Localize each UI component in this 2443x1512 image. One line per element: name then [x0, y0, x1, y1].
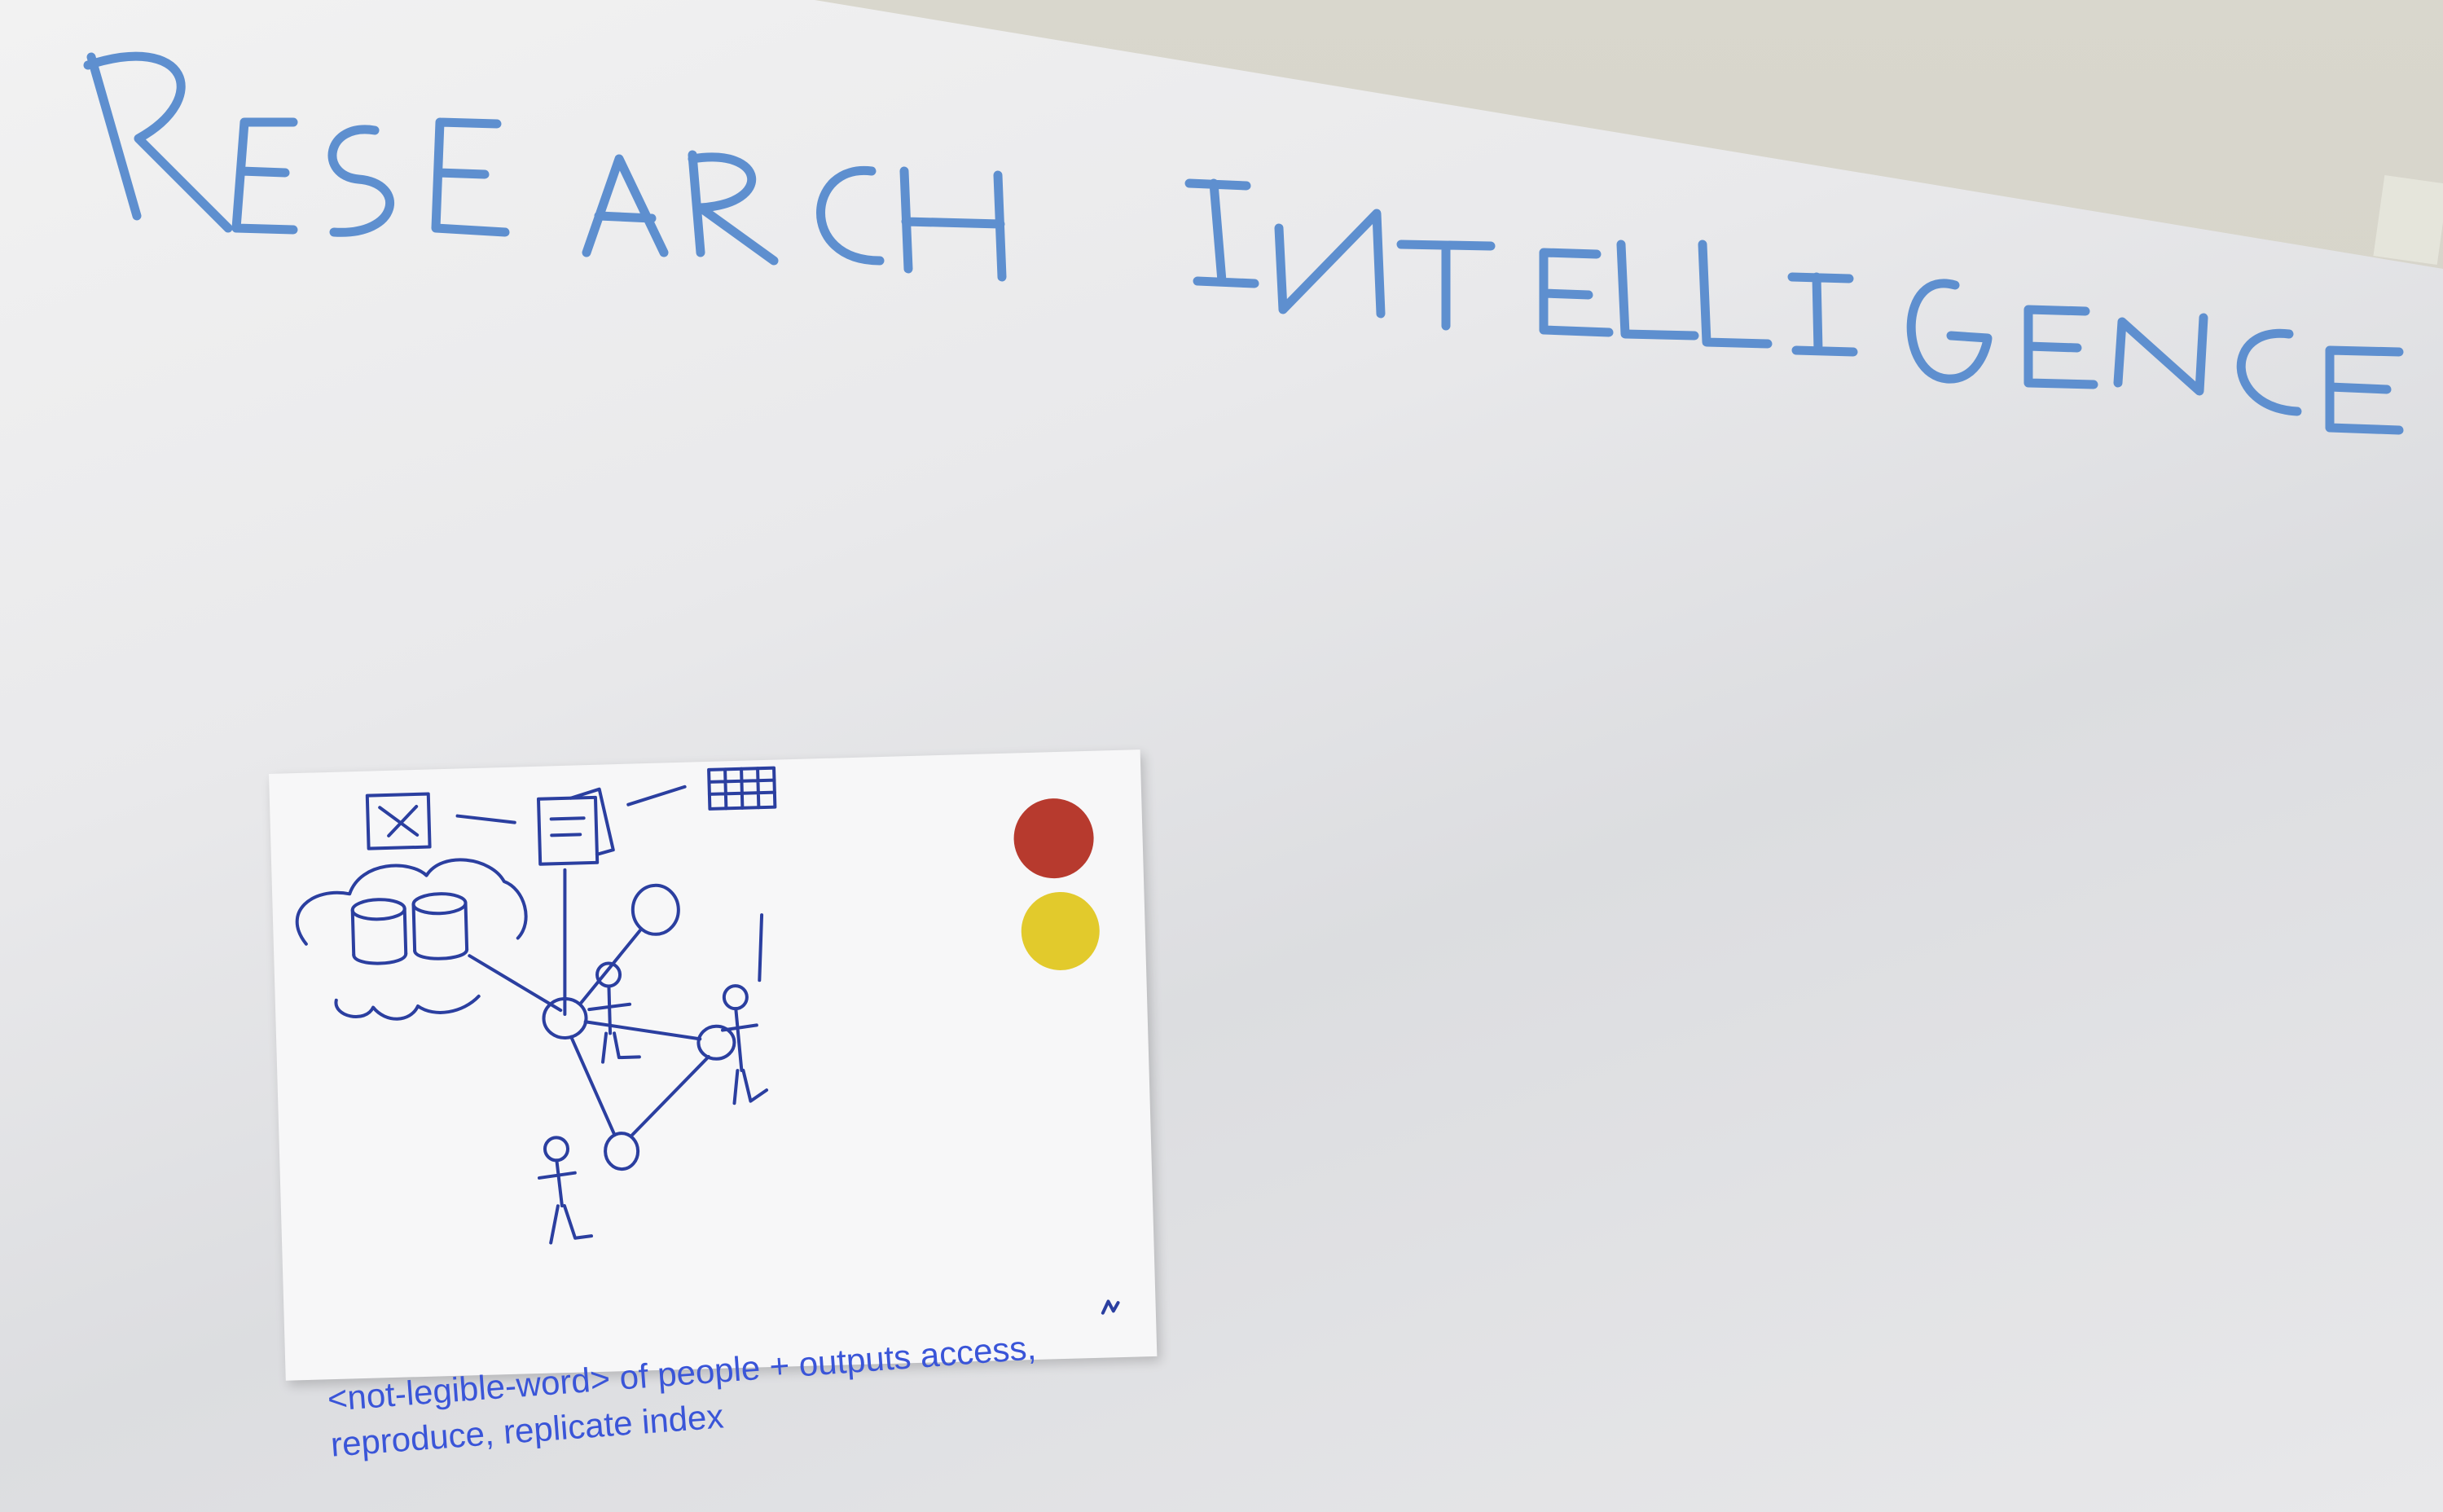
document-icon [536, 787, 615, 866]
database-icon [350, 892, 469, 965]
person-icon [537, 1136, 593, 1245]
person-icon [587, 961, 641, 1064]
table-icon [707, 766, 777, 811]
handwritten-title [83, 51, 2404, 435]
sketch-card [269, 749, 1158, 1381]
network-sketch [295, 766, 1120, 1315]
person-icon [721, 984, 769, 1105]
cloud-icon [295, 858, 528, 1021]
monitor-icon [365, 792, 432, 850]
